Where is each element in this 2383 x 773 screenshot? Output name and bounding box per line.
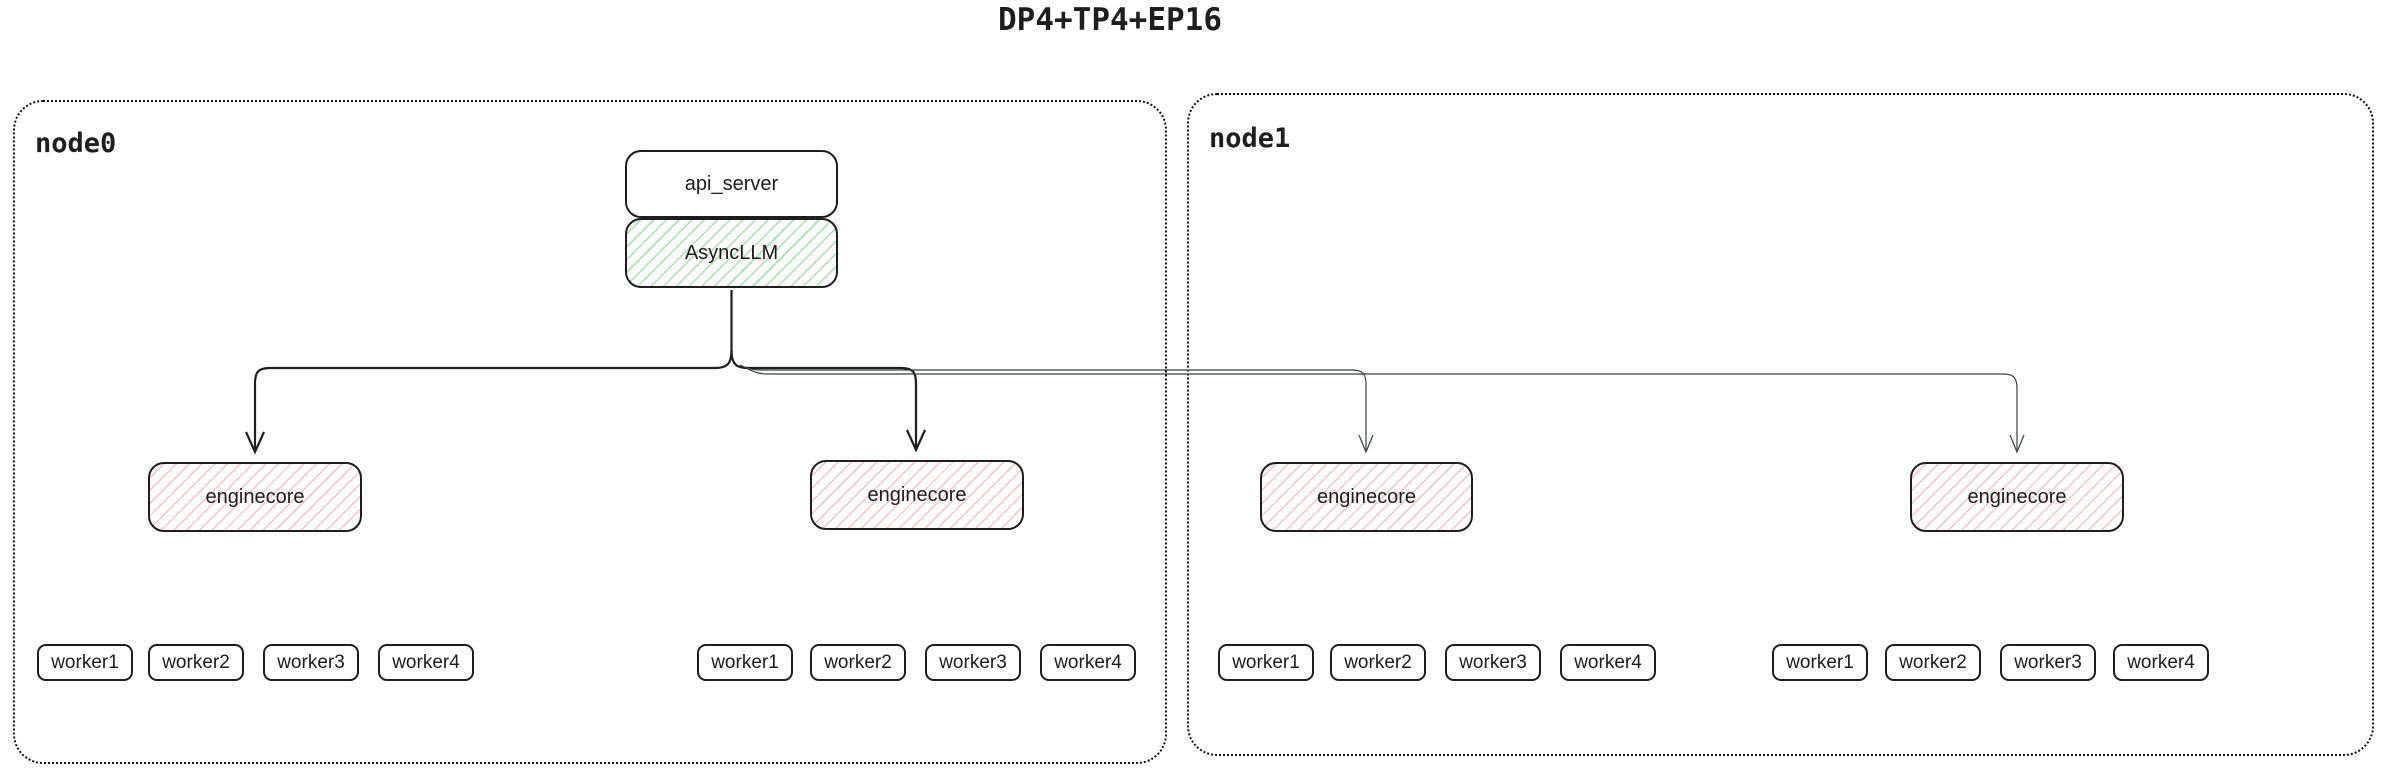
worker-label: worker2	[824, 651, 892, 673]
diagram-title: DP4+TP4+EP16	[998, 2, 1222, 38]
api-server-box: api_server	[625, 150, 838, 218]
worker-box: worker4	[1560, 644, 1656, 681]
worker-label: worker1	[711, 651, 779, 673]
worker-box: worker2	[1885, 644, 1981, 681]
api-server-label: api_server	[684, 172, 779, 195]
enginecore-box-2: enginecore	[810, 460, 1024, 530]
worker-box: worker2	[148, 644, 244, 681]
worker-label: worker4	[2127, 651, 2195, 673]
worker-label: worker1	[51, 651, 119, 673]
worker-box: worker3	[1445, 644, 1541, 681]
worker-box: worker3	[925, 644, 1021, 681]
worker-box: worker3	[263, 644, 359, 681]
enginecore-label: enginecore	[205, 485, 305, 508]
worker-box: worker2	[1330, 644, 1426, 681]
node1-label: node1	[1209, 123, 1291, 154]
worker-box: worker4	[378, 644, 474, 681]
enginecore-label: enginecore	[1967, 485, 2067, 508]
worker-box: worker4	[2113, 644, 2209, 681]
worker-label: worker3	[939, 651, 1007, 673]
worker-box: worker4	[1040, 644, 1136, 681]
worker-label: worker3	[2014, 651, 2082, 673]
worker-box: worker1	[37, 644, 133, 681]
worker-label: worker2	[162, 651, 230, 673]
enginecore-label: enginecore	[1317, 485, 1416, 508]
enginecore-box-4: enginecore	[1910, 462, 2124, 532]
worker-box: worker1	[1772, 644, 1868, 681]
worker-label: worker2	[1344, 651, 1412, 673]
worker-label: worker4	[392, 651, 460, 673]
worker-label: worker3	[1459, 651, 1527, 673]
asyncllm-label: AsyncLLM	[684, 241, 779, 264]
worker-label: worker4	[1574, 651, 1642, 673]
worker-box: worker1	[697, 644, 793, 681]
enginecore-label: enginecore	[867, 483, 967, 506]
enginecore-box-3: enginecore	[1260, 462, 1473, 532]
worker-label: worker3	[277, 651, 345, 673]
worker-label: worker1	[1232, 651, 1300, 673]
asyncllm-box: AsyncLLM	[625, 218, 838, 288]
worker-box: worker3	[2000, 644, 2096, 681]
worker-label: worker2	[1899, 651, 1967, 673]
node0-label: node0	[35, 128, 117, 159]
worker-label: worker1	[1786, 651, 1854, 673]
worker-box: worker1	[1218, 644, 1314, 681]
worker-box: worker2	[810, 644, 906, 681]
worker-label: worker4	[1054, 651, 1122, 673]
enginecore-box-1: enginecore	[148, 462, 362, 532]
